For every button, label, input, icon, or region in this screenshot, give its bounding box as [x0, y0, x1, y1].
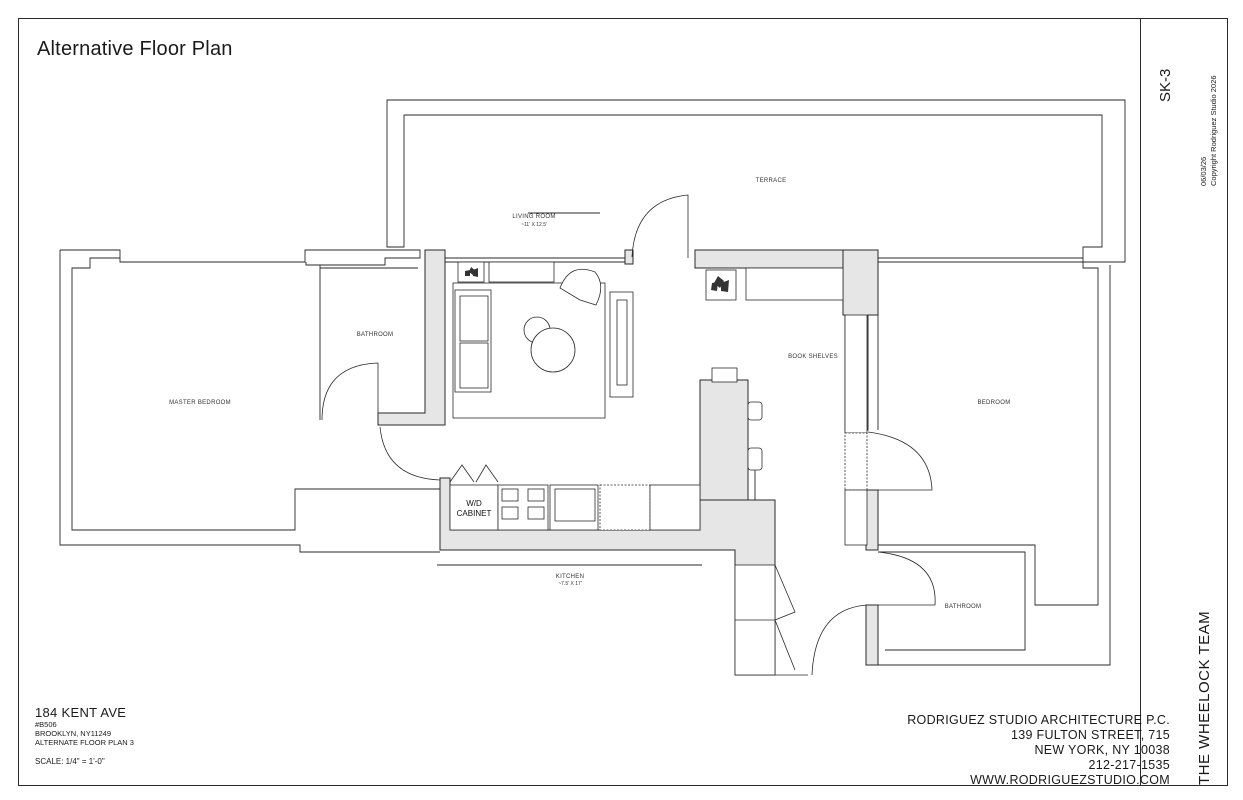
door-bathroom-right [877, 551, 936, 606]
door-wd [449, 464, 499, 483]
wd-cabinet [449, 484, 499, 531]
firm-info: RODRIGUEZ STUDIO ARCHITECTURE P.C. 139 F… [907, 713, 1170, 788]
label-bathroom-left: BATHROOM [357, 332, 394, 338]
label-master-bedroom: MASTER BEDROOM [169, 400, 231, 406]
bathroom-right-outline [878, 551, 1026, 651]
project-city: BROOKLYN, NY11249 [35, 729, 112, 738]
label-kitchen: KITCHEN [556, 574, 584, 580]
project-drawing: ALTERNATE FLOOR PLAN 3 [35, 738, 134, 747]
wall-top-right [694, 249, 844, 269]
label-book-shelves: BOOK SHELVES [788, 354, 838, 360]
bathroom-left-outline [319, 265, 418, 420]
door-pantry [774, 564, 796, 671]
media-console [488, 261, 555, 283]
door-terrace [631, 194, 689, 258]
plant-icon [465, 267, 729, 292]
door-master [379, 426, 441, 481]
firm-city: NEW YORK, NY 10038 [1034, 743, 1170, 757]
bedroom-outline [877, 261, 1111, 666]
terrace-outline [386, 99, 1126, 263]
armchair [559, 268, 602, 306]
project-address: 184 KENT AVE [35, 705, 127, 720]
project-info: 184 KENT AVE #B506 BROOKLYN, NY11249 ALT… [35, 705, 134, 766]
wall-bedroom-seg [865, 489, 879, 551]
book-shelves [745, 267, 844, 301]
title-strip-divider [1140, 18, 1141, 786]
label-living-room-dim: ~11' X 12.5' [521, 222, 547, 228]
door-bathroom-left [321, 362, 379, 421]
kitchen-island [699, 379, 749, 501]
wd-label-line2: CABINET [457, 509, 492, 518]
wall-living-left [377, 249, 446, 426]
wd-label-line1: W/D [466, 499, 482, 508]
page-title: Alternative Floor Plan [37, 38, 233, 60]
sheet-border [18, 18, 1228, 786]
project-unit: #B506 [35, 720, 57, 729]
label-terrace: TERRACE [756, 178, 787, 184]
cooktop [599, 484, 651, 531]
door-bedroom [867, 431, 933, 491]
firm-name: RODRIGUEZ STUDIO ARCHITECTURE P.C. [907, 713, 1170, 727]
label-living-room: LIVING ROOM [512, 214, 555, 220]
firm-street: 139 FULTON STREET, 715 [1011, 728, 1170, 742]
project-scale: SCALE: 1/4" = 1'-0" [35, 757, 105, 766]
coffee-table-large [530, 327, 576, 373]
firm-phone: 212-217-1535 [1088, 758, 1170, 772]
wall-column-top [624, 249, 634, 265]
door-entry [811, 604, 869, 676]
master-bedroom-outline [59, 249, 440, 553]
label-bedroom: BEDROOM [977, 400, 1010, 406]
label-bathroom-right: BATHROOM [945, 604, 982, 610]
firm-web: WWW.RODRIGUEZSTUDIO.COM [970, 773, 1170, 787]
label-kitchen-dim: ~7.5' X 17' [558, 581, 582, 587]
